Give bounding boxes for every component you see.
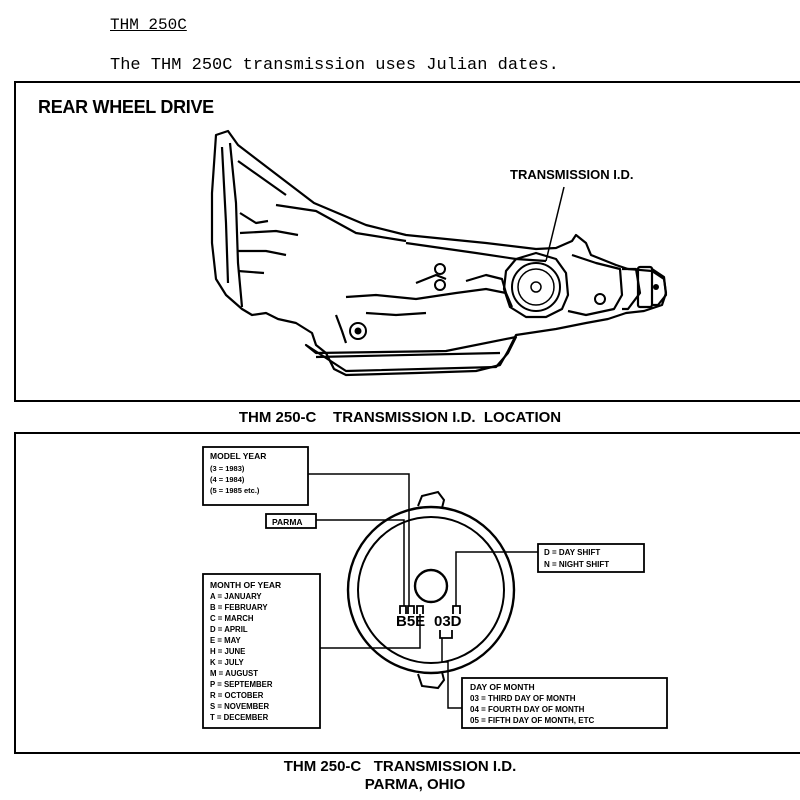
- plant-box: PARMA: [265, 513, 317, 529]
- month-line: P = SEPTEMBER: [210, 680, 273, 689]
- day-line: 04 = FOURTH DAY OF MONTH: [470, 705, 585, 714]
- id-code-panel: B5E 03D MODEL YEAR (3 = 1983) (4 = 1984)…: [14, 432, 800, 754]
- model-year-title: MODEL YEAR: [210, 451, 266, 461]
- transmission-drawing: TRANSMISSION I.D.: [210, 129, 668, 377]
- location-caption: THM 250-C TRANSMISSION I.D. LOCATION: [238, 409, 562, 426]
- rear-wheel-drive-heading: REAR WHEEL DRIVE: [38, 97, 214, 117]
- model-year-line: (3 = 1983): [210, 464, 245, 473]
- page-title: THM 250C: [110, 16, 187, 34]
- month-line: K = JULY: [210, 658, 245, 667]
- shift-box: D = DAY SHIFT N = NIGHT SHIFT: [537, 543, 645, 573]
- month-line: C = MARCH: [210, 614, 254, 623]
- month-line: T = DECEMBER: [210, 713, 269, 722]
- intro-sentence: The THM 250C transmission uses Julian da…: [110, 56, 559, 75]
- plant-leader: [316, 519, 405, 606]
- shift-leader: [455, 551, 538, 606]
- pad-outer-ring: [346, 505, 516, 675]
- day-line: 03 = THIRD DAY OF MONTH: [470, 694, 576, 703]
- plant-label: PARMA: [272, 517, 303, 527]
- transmission-location-panel: REAR WHEEL DRIVE: [14, 81, 800, 402]
- tail-housing: [567, 253, 624, 317]
- transmission-id-callout: TRANSMISSION I.D.: [510, 167, 634, 182]
- month-line: R = OCTOBER: [210, 691, 264, 700]
- code-right: 03D: [434, 613, 462, 630]
- id-caption-line2: PARMA, OHIO: [364, 776, 466, 793]
- pad-center-hole: [413, 568, 449, 604]
- shift-line: D = DAY SHIFT: [544, 548, 600, 557]
- oil-pan: [304, 335, 518, 373]
- month-line: E = MAY: [210, 636, 241, 645]
- month-line: A = JANUARY: [210, 592, 262, 601]
- model-year-line: (4 = 1984): [210, 475, 245, 484]
- model-year-line: (5 = 1985 etc.): [210, 486, 260, 495]
- model-year-box: MODEL YEAR (3 = 1983) (4 = 1984) (5 = 19…: [202, 446, 309, 506]
- pad-middle-ring: [357, 516, 505, 664]
- id-caption-line1: THM 250-C TRANSMISSION I.D.: [283, 758, 517, 775]
- pad-top-lug: [417, 490, 446, 509]
- day-box: DAY OF MONTH 03 = THIRD DAY OF MONTH 04 …: [461, 677, 668, 729]
- month-line: M = AUGUST: [210, 669, 258, 678]
- day-leader: [441, 638, 462, 709]
- day-line: 05 = FIFTH DAY OF MONTH, ETC: [470, 716, 594, 725]
- shift-line: N = NIGHT SHIFT: [544, 560, 609, 569]
- month-line: B = FEBRUARY: [210, 603, 268, 612]
- transmission-case-outline: [210, 129, 668, 377]
- model-year-leader: [308, 473, 410, 606]
- id-pad-diagram: B5E 03D MODEL YEAR (3 = 1983) (4 = 1984)…: [202, 446, 668, 729]
- month-box: MONTH OF YEAR A = JANUARY B = FEBRUARY C…: [202, 573, 321, 729]
- code-left: B5E: [396, 613, 425, 630]
- month-line: H = JUNE: [210, 647, 245, 656]
- month-leader: [320, 614, 421, 649]
- month-line: D = APRIL: [210, 625, 248, 634]
- pad-bottom-lug: [417, 671, 446, 690]
- month-title: MONTH OF YEAR: [210, 580, 281, 590]
- day-title: DAY OF MONTH: [470, 682, 535, 692]
- month-line: S = NOVEMBER: [210, 702, 270, 711]
